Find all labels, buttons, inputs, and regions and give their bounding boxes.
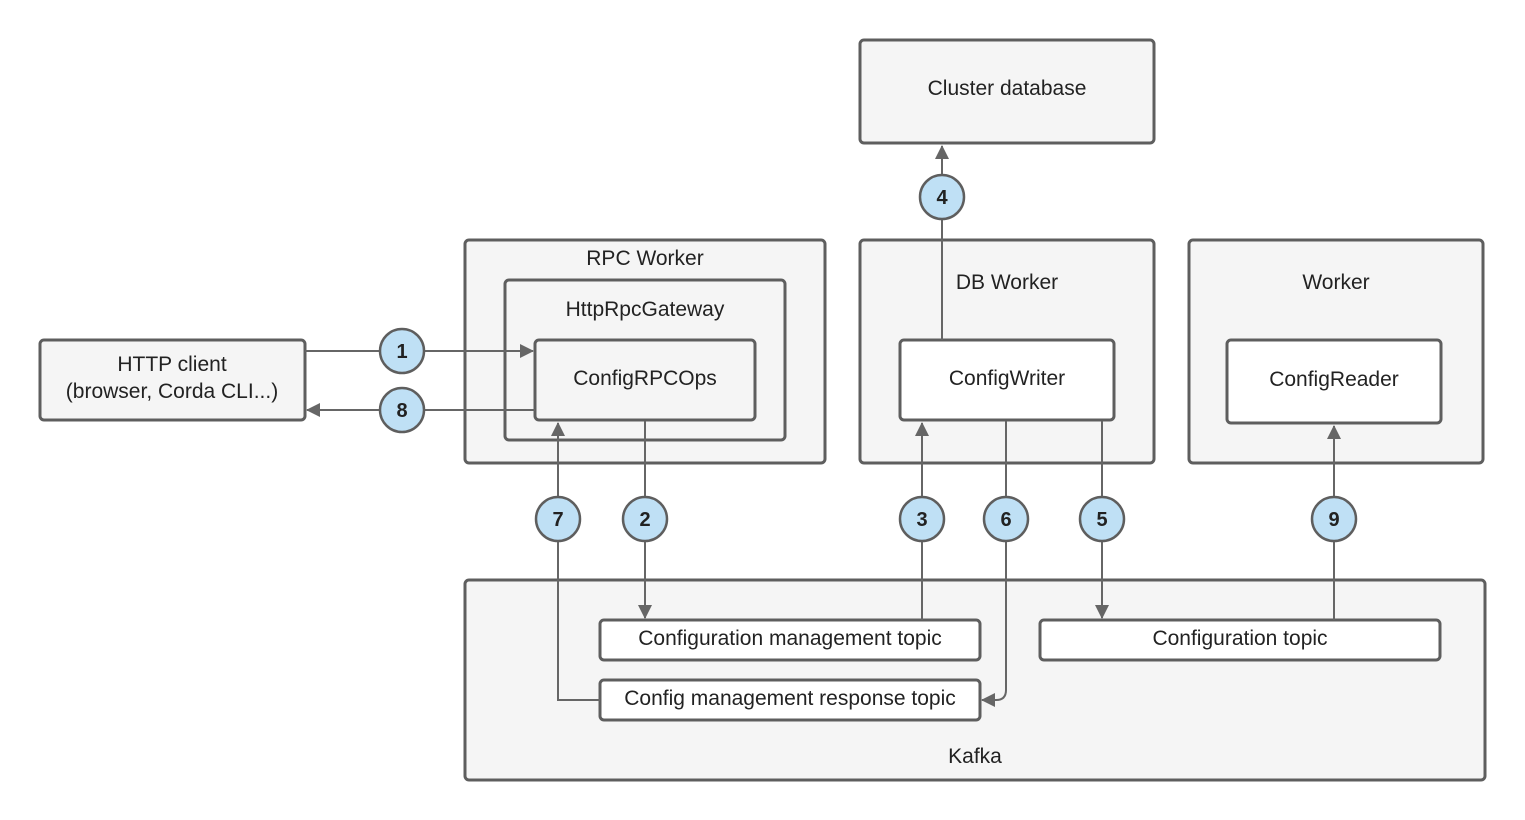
step-badge-4: 4 (918, 173, 966, 221)
configuration-topic-box (1038, 618, 1442, 662)
http-client-box (38, 338, 307, 422)
step-number-2: 2 (639, 509, 650, 531)
step-number-5: 5 (1096, 509, 1107, 531)
config-reader-label: ConfigReader (1269, 368, 1399, 391)
step-number-7: 7 (552, 509, 563, 531)
step-badge-2: 2 (621, 495, 669, 543)
kafka-label: Kafka (948, 745, 1002, 768)
step-badge-9: 9 (1310, 495, 1358, 543)
step-number-4: 4 (936, 187, 948, 209)
step-badge-7: 7 (534, 495, 582, 543)
step-badge-3: 3 (898, 495, 946, 543)
config-writer-box (898, 338, 1116, 422)
configuration-topic-label: Configuration topic (1152, 627, 1327, 650)
step-number-9: 9 (1328, 509, 1339, 531)
cluster-database-label: Cluster database (928, 77, 1087, 100)
step-number-1: 1 (396, 341, 407, 363)
step-number-6: 6 (1000, 509, 1011, 531)
http-client-label-line2: (browser, Corda CLI...) (66, 380, 278, 403)
config-rpc-ops-box (533, 338, 757, 422)
http-rpc-gateway-label: HttpRpcGateway (566, 298, 725, 321)
step-number-8: 8 (396, 400, 407, 422)
config-reader-box (1225, 338, 1443, 425)
worker-label: Worker (1302, 271, 1369, 294)
config-rpc-ops-label: ConfigRPCOps (573, 367, 717, 390)
step-badge-1: 1 (378, 327, 426, 375)
config-writer-label: ConfigWriter (949, 367, 1065, 390)
step-badge-6: 6 (982, 495, 1030, 543)
step-number-3: 3 (916, 509, 927, 531)
config-management-response-topic-label: Config management response topic (624, 687, 956, 710)
db-worker-label: DB Worker (956, 271, 1058, 294)
step-badge-5: 5 (1078, 495, 1126, 543)
http-client-label-line1: HTTP client (117, 353, 226, 376)
step-badge-8: 8 (378, 386, 426, 434)
rpc-worker-label: RPC Worker (586, 247, 703, 270)
config-management-topic-label: Configuration management topic (638, 627, 942, 650)
config-management-topic-box (598, 618, 982, 662)
cluster-database-box (858, 38, 1156, 145)
edge-step-6 (981, 421, 1007, 707)
